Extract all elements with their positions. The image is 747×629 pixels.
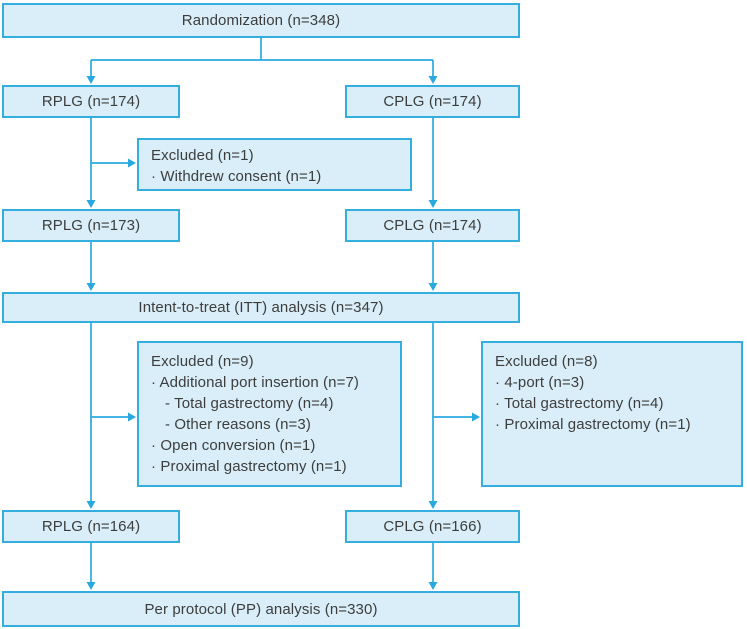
box-rplg-pp: RPLG (n=164) bbox=[2, 510, 180, 543]
excluded-item: · 4-port (n=3) bbox=[495, 374, 585, 391]
box-randomization: Randomization (n=348) bbox=[2, 3, 520, 38]
excluded-item: · Proximal gastrectomy (n=1) bbox=[151, 458, 347, 475]
excluded-subitem: - Other reasons (n=3) bbox=[165, 416, 311, 433]
excluded-item: · Additional port insertion (n=7) bbox=[151, 374, 359, 391]
excluded-heading: Excluded (n=9) bbox=[151, 353, 254, 370]
excluded-subitem: - Total gastrectomy (n=4) bbox=[165, 395, 334, 412]
box-pp-analysis: Per protocol (PP) analysis (n=330) bbox=[2, 591, 520, 627]
box-excluded-randomization: Excluded (n=1) · Withdrew consent (n=1) bbox=[137, 138, 412, 191]
excluded-item: · Total gastrectomy (n=4) bbox=[495, 395, 664, 412]
excluded-heading: Excluded (n=1) bbox=[151, 147, 254, 164]
box-itt-analysis: Intent-to-treat (ITT) analysis (n=347) bbox=[2, 292, 520, 323]
box-cplg-randomized: CPLG (n=174) bbox=[345, 85, 520, 118]
excluded-item: · Withdrew consent (n=1) bbox=[151, 168, 322, 185]
excluded-item: · Open conversion (n=1) bbox=[151, 437, 316, 454]
excluded-heading: Excluded (n=8) bbox=[495, 353, 598, 370]
box-excluded-rplg: Excluded (n=9) · Additional port inserti… bbox=[137, 341, 402, 487]
box-cplg-after-exclusion: CPLG (n=174) bbox=[345, 209, 520, 242]
box-excluded-cplg: Excluded (n=8) · 4-port (n=3) · Total ga… bbox=[481, 341, 743, 487]
box-rplg-after-exclusion: RPLG (n=173) bbox=[2, 209, 180, 242]
excluded-item: · Proximal gastrectomy (n=1) bbox=[495, 416, 691, 433]
box-rplg-randomized: RPLG (n=174) bbox=[2, 85, 180, 118]
box-cplg-pp: CPLG (n=166) bbox=[345, 510, 520, 543]
